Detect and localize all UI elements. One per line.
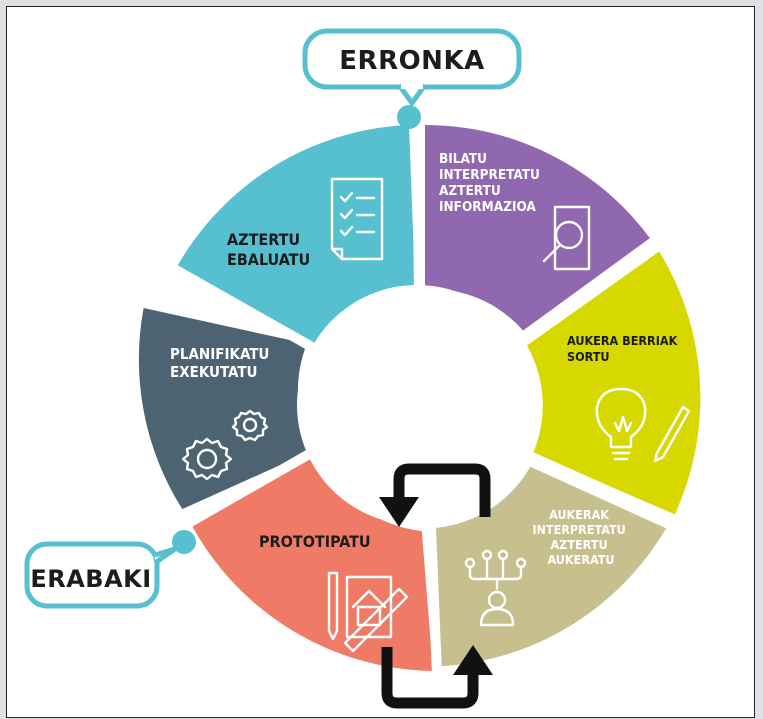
person-choice-icon: [464, 549, 527, 627]
document-search-icon: [542, 205, 591, 271]
checklist-icon: [330, 177, 384, 261]
segment-evaluate-label: AZTERTU EBALUATU: [227, 230, 310, 269]
lightbulb-pencil-icon: [595, 387, 691, 463]
segment-search: [425, 124, 650, 331]
loop-arrow-top: [379, 463, 491, 527]
end-bubble: ERABAKI: [24, 541, 178, 609]
start-bubble: ERRONKA: [302, 28, 522, 106]
center-hole: [297, 285, 537, 525]
segment-ideas-label: AUKERA BERRIAK SORTU: [567, 333, 681, 364]
design-cycle-diagram: ERRONKA ERABAKI BILATU INTERPRETATU AZTE…: [24, 28, 701, 709]
gears-icon: [181, 409, 269, 481]
loop-arrow-bottom: [381, 645, 493, 709]
end-connector-dot: [172, 530, 196, 554]
segment-options: [435, 466, 667, 667]
diagram-frame: ERRONKA ERABAKI BILATU INTERPRETATU AZTE…: [6, 6, 755, 718]
segment-search-label: BILATU INTERPRETATU AZTERTU INFORMAZIOA: [439, 151, 544, 215]
start-connector-dot: [397, 105, 421, 129]
start-bubble-label: ERRONKA: [339, 46, 484, 76]
end-bubble-label: ERABAKI: [30, 565, 151, 593]
segment-prototype-label: PROTOTIPATU: [259, 532, 371, 551]
segment-evaluate: [176, 125, 416, 347]
blueprint-icon: [327, 571, 409, 653]
segment-plan-label: PLANIFIKATU EXEKUTATU: [170, 345, 274, 381]
segment-dividers: [164, 118, 675, 676]
segment-ideas: [527, 251, 701, 516]
segment-options-label: AUKERAK INTERPRETATU AZTERTU AUKERATU: [532, 507, 629, 567]
